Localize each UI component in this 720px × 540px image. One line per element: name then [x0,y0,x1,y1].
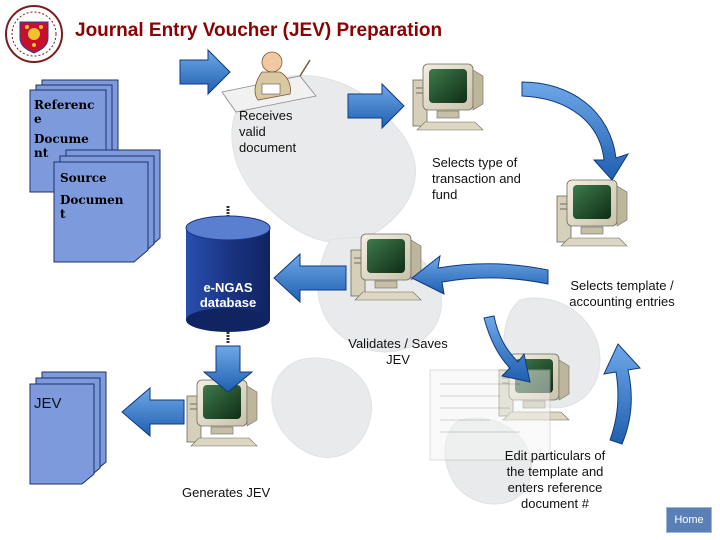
clerk-icon [221,51,317,113]
database-line-2: database [199,295,257,310]
arrow-curved-up [603,343,641,445]
source-line-3: t [60,207,66,221]
page-title: Journal Entry Voucher (JEV) Preparation [75,20,443,41]
computer-select-type [556,179,628,247]
edit-line-2: the template and [506,464,604,479]
arrow-to-computer-validate [411,254,549,295]
reference-line-1: Referenc [34,98,95,112]
step-select-template-label: Selects template / accounting entries [552,278,692,310]
arrow-to-jev [121,386,185,438]
database-cylinder [185,206,271,344]
arrow-to-computer-receive [347,82,405,130]
arrow-to-clerk [179,48,231,96]
source-document-stack [53,149,161,263]
select-template-line-2: accounting entries [569,294,675,309]
step-select-type-label: Selects type of transaction and fund [432,155,521,203]
receives-line-3: document [239,140,297,155]
computer-generate [186,379,258,447]
database-line-1: e-NGAS [203,280,253,295]
source-line-1: Source [60,171,107,185]
select-type-line-3: fund [432,187,458,202]
reference-line-4: nt [34,146,49,160]
validates-line-1: Validates / Saves [348,336,448,351]
jev-document-label: JEV [34,395,62,412]
jev-document-stack [29,371,107,485]
reference-line-3: Docume [34,132,89,146]
reference-line-2: e [34,112,42,126]
source-document-label: Source Documen t [60,171,124,221]
arrow-db-to-generate [202,345,254,393]
home-button[interactable]: Home [666,507,712,533]
step-receives-label: Receives valid document [239,108,296,156]
step-validates-label: Validates / Saves JEV [336,336,460,368]
edit-line-3: enters reference [507,480,603,495]
arrow-curved-right [521,81,630,181]
receives-line-1: Receives [239,108,293,123]
computer-receive [412,63,484,131]
select-type-line-2: transaction and [432,171,521,186]
edit-line-4: document # [521,496,589,511]
arrow-curved-down [483,315,531,383]
select-type-line-1: Selects type of [432,155,518,170]
reference-document-label: Referenc e Docume nt [34,98,94,160]
step-generates-label: Generates JEV [182,485,271,500]
arrow-to-database [273,252,347,304]
database-label: e-NGAS database [188,280,268,310]
validates-line-2: JEV [386,352,410,367]
select-template-line-1: Selects template / [570,278,674,293]
receives-line-2: valid [239,124,266,139]
edit-line-1: Edit particulars of [504,448,606,463]
source-line-2: Documen [60,193,124,207]
step-edit-label: Edit particulars of the template and ent… [490,448,620,512]
template-sheet [429,369,551,461]
seal-logo [5,5,63,63]
